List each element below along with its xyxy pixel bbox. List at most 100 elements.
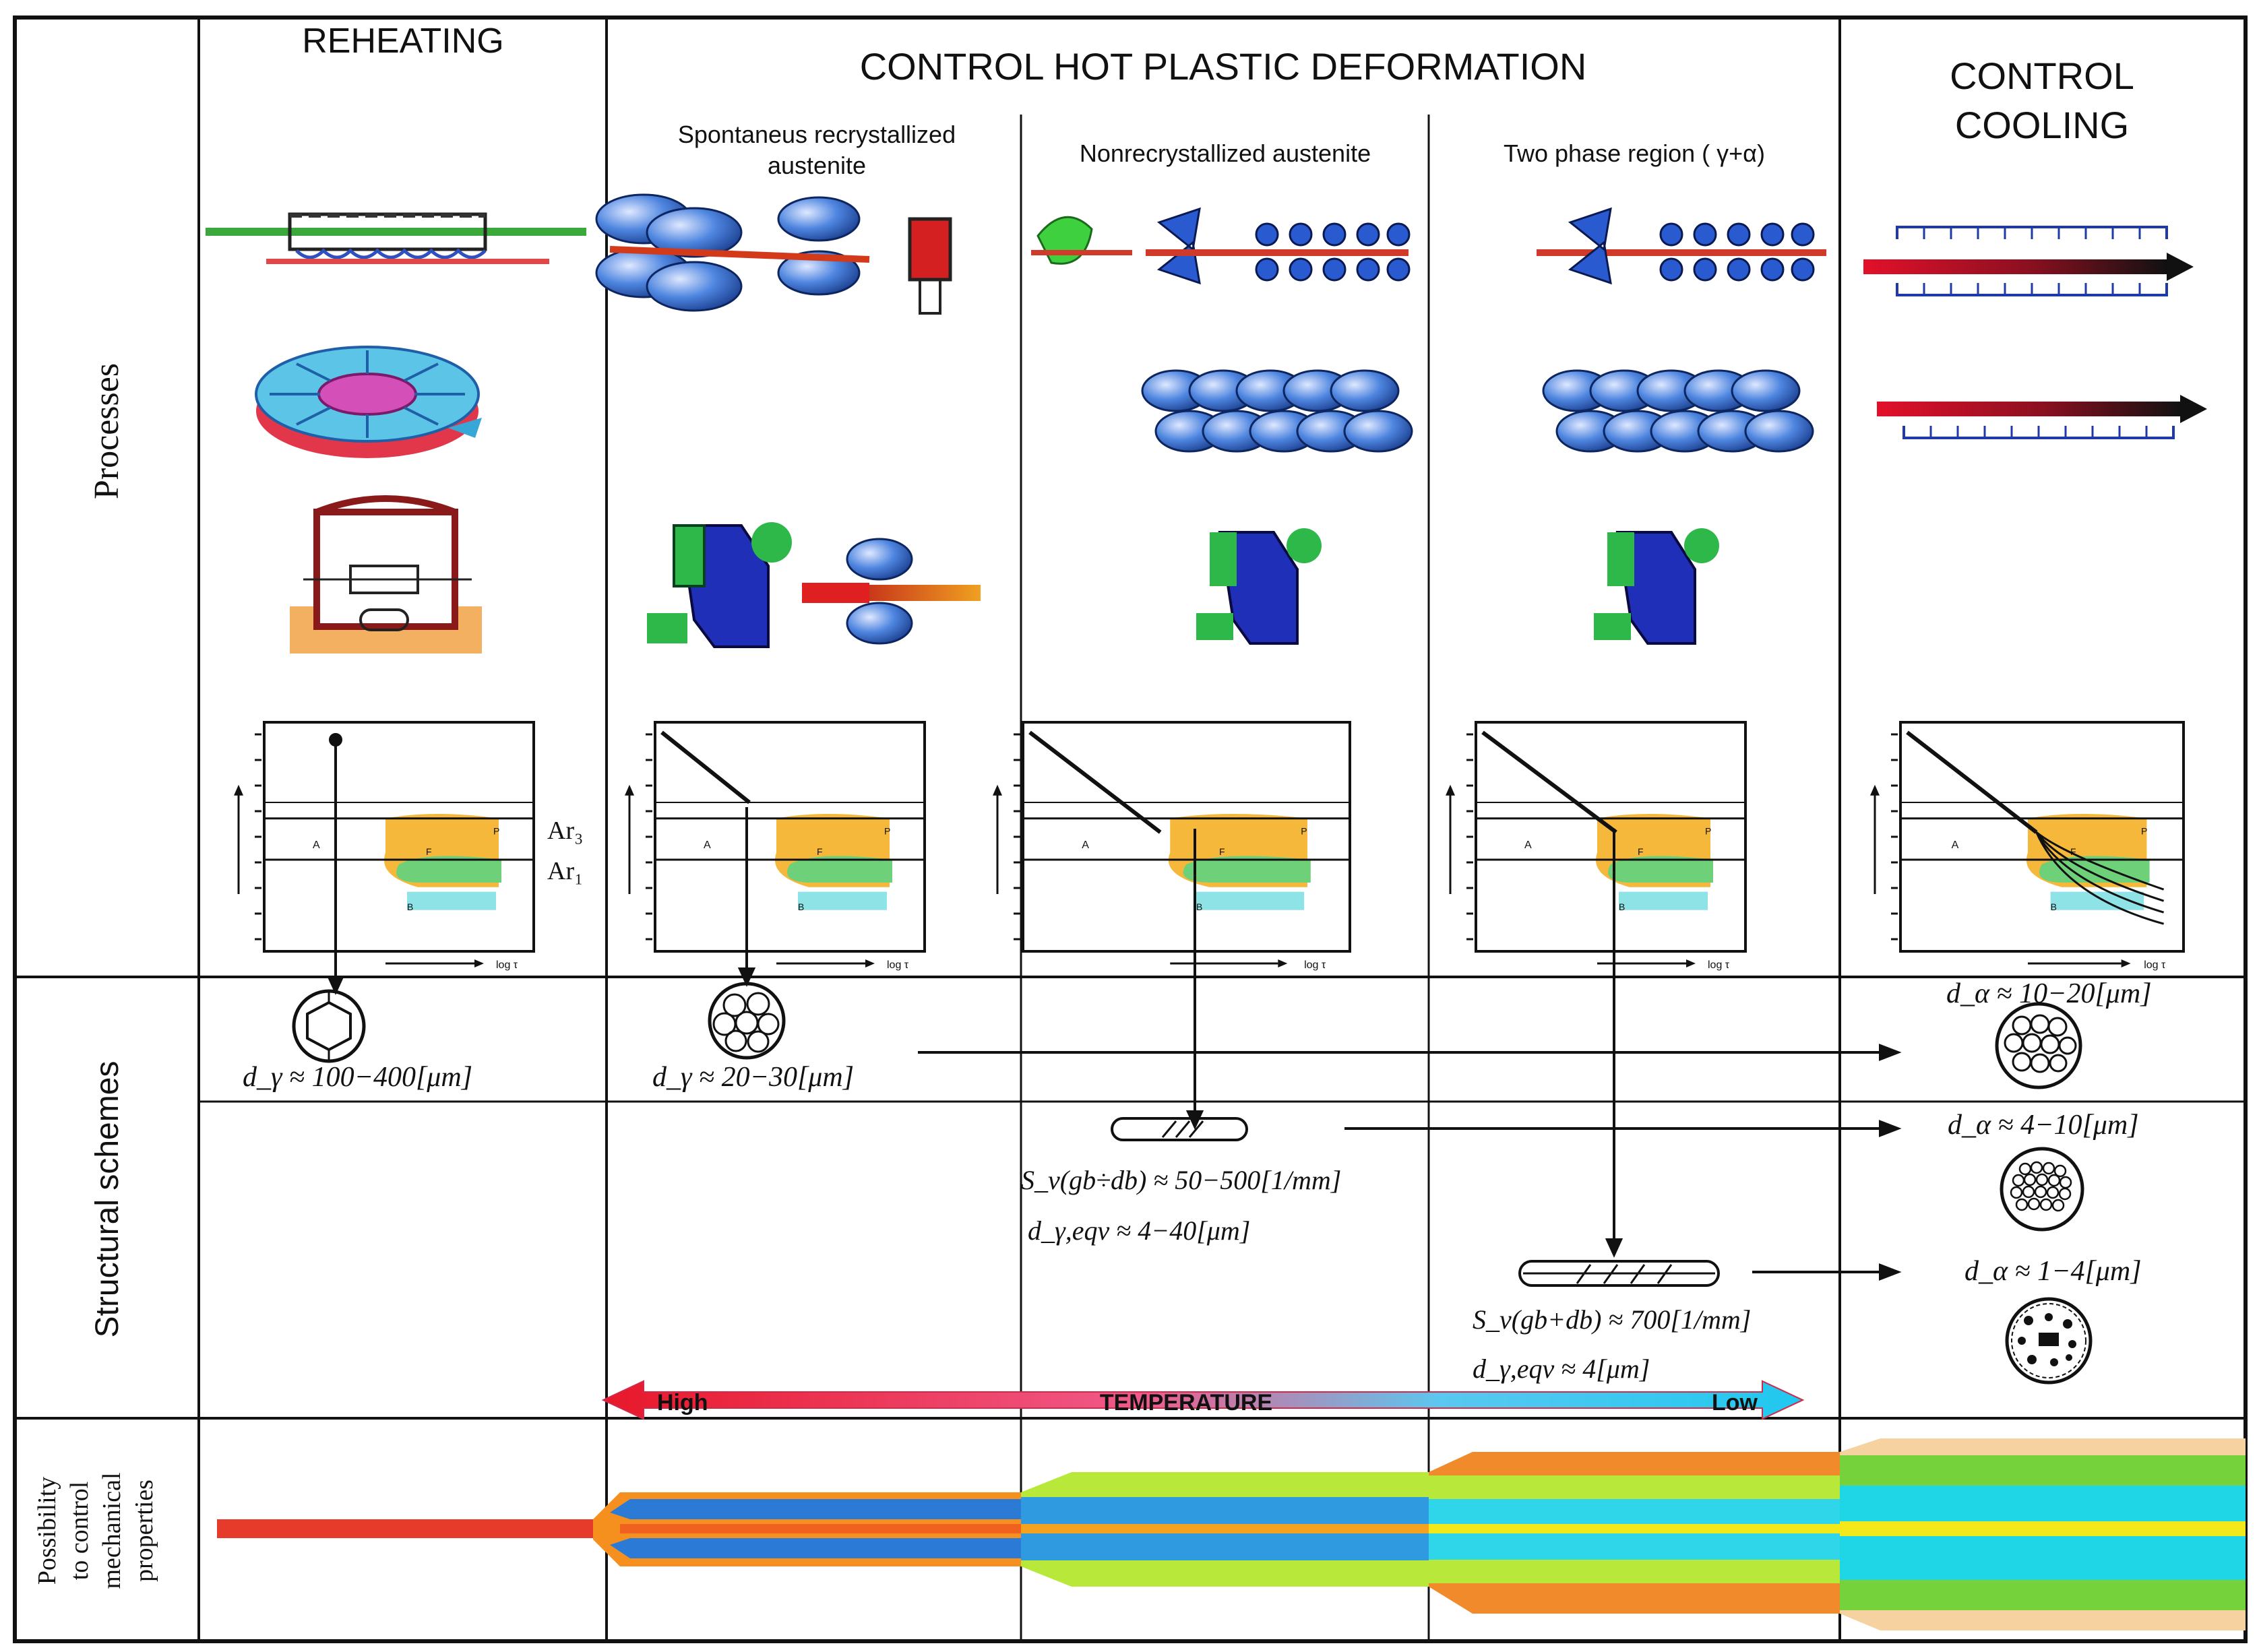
phase-label-f: F [1219, 846, 1225, 857]
cooling-path [1906, 730, 2038, 834]
phase-label-a: A [1952, 839, 1959, 851]
phase-label-f: F [2070, 846, 2076, 857]
pearlite-region [2039, 856, 2150, 883]
nonrec-tandem-mill-icon [1141, 369, 1413, 453]
possibility-bands [217, 1438, 2246, 1630]
twophase-forging-press-icon [1594, 528, 1719, 645]
temperature-axis-head [1446, 784, 1455, 796]
temperature-arrow: TEMPERATURE High Low [601, 1380, 1805, 1420]
cooling-path [660, 730, 751, 804]
temperature-label: TEMPERATURE [1100, 1390, 1272, 1416]
forging-press-icon [647, 522, 792, 648]
phase-label-a: A [1082, 839, 1089, 851]
time-axis-head [1278, 959, 1288, 967]
spont-grain-scheme [708, 982, 786, 1060]
pit-furnace-icon [290, 495, 482, 654]
phase-label-f: F [426, 846, 432, 857]
label-ar3: Ar₃ [547, 817, 583, 845]
time-axis-label: log τ [2144, 959, 2166, 971]
spont-grain-size: d_γ ≈ 20−30[μm] [652, 1062, 854, 1093]
phase-label-b: B [1619, 901, 1625, 912]
phase-label-p: P [493, 826, 499, 837]
subheader-spontaneous-line1: Spontaneus recrystallized [678, 121, 956, 148]
cooling-branch [2035, 831, 2165, 925]
header-reheating: REHEATING [302, 22, 504, 61]
two-high-mill-icon [802, 538, 981, 645]
phase-label-a: A [1524, 839, 1532, 851]
header-control-cooling-line1: CONTROL [1950, 55, 2134, 97]
phase-label-p: P [1301, 826, 1307, 837]
temperature-low: Low [1712, 1390, 1758, 1416]
row-label-structural-schemes: Structural schemes [90, 1061, 125, 1338]
table-grid [13, 15, 2248, 1643]
header-control-hot-deformation: CONTROL HOT PLASTIC DEFORMATION [860, 45, 1587, 88]
twophase-grain-size: d_γ,eqv ≈ 4[μm] [1473, 1354, 1650, 1384]
phase-label-f: F [817, 846, 823, 857]
cooling-grain-scheme-3 [2005, 1297, 2093, 1385]
temperature-high: High [657, 1390, 708, 1416]
subheader-spontaneous-line2: austenite [768, 152, 866, 179]
label-ar1: Ar₁ [547, 857, 583, 885]
rolling-mill-rolls-icon [595, 193, 952, 315]
possibility-line1: Possibility [33, 1477, 61, 1585]
phase-label-b: B [2051, 901, 2057, 912]
twophase-tandem-mill-icon [1542, 369, 1814, 453]
phase-label-p: P [884, 826, 890, 837]
possibility-line3: mechanical [98, 1472, 126, 1589]
time-axis-label: log τ [1708, 959, 1730, 971]
nonrec-sv: S_v(gb÷db) ≈ 50−500[1/mm] [1021, 1165, 1341, 1195]
header-control-cooling-line2: COOLING [1955, 104, 2129, 146]
cooling-branch [2035, 831, 2165, 891]
bainite-region [1619, 891, 1708, 910]
time-axis-label: log τ [496, 959, 518, 971]
reheat-furnace-line-icon [206, 212, 586, 264]
temperature-axis-head [625, 784, 634, 796]
time-axis-head [2121, 959, 2131, 967]
pearlite-region [787, 856, 892, 883]
possibility-line4: properties [130, 1480, 158, 1582]
twophase-pancake-scheme [1518, 1260, 1720, 1287]
phase-label-f: F [1638, 846, 1644, 857]
phase-label-a: A [704, 839, 711, 851]
row-label-possibility: Possibility to control mechanical proper… [33, 1472, 158, 1589]
pearlite-region [1183, 856, 1311, 883]
cooling-path [1028, 730, 1162, 834]
phase-label-b: B [1196, 901, 1202, 912]
time-axis-label: log τ [887, 959, 909, 971]
cooling-path [1481, 730, 1617, 834]
bainite-region [407, 891, 496, 910]
rotary-hearth-furnace-icon [255, 346, 482, 458]
time-axis-label: log τ [1304, 959, 1326, 971]
nonrec-rolling-line-icon [1031, 207, 1411, 285]
phase-label-p: P [1705, 826, 1711, 837]
cooling-spray-top-icon [1863, 226, 2194, 296]
row-label-processes: Processes [88, 363, 126, 499]
time-axis-head [474, 959, 484, 967]
vertical-flow-arrows [326, 733, 1623, 1258]
cooling-grain-scheme-1 [1995, 1002, 2082, 1089]
bainite-region [1196, 891, 1305, 910]
phase-label-p: P [2141, 826, 2147, 837]
nonrec-forging-press-icon [1196, 528, 1322, 645]
horizontal-flow-arrows [918, 1044, 1902, 1281]
phase-label-b: B [407, 901, 413, 912]
subheader-two-phase: Two phase region ( γ+α) [1504, 139, 1765, 167]
cooling-spray-bottom-icon [1877, 395, 2207, 439]
cooling-grain-scheme-2 [2000, 1147, 2084, 1232]
cooling-branch [2035, 831, 2165, 902]
subheader-nonrecrystallized: Nonrecrystallized austenite [1080, 139, 1371, 167]
phase-label-a: A [313, 839, 320, 851]
cooling-grain-size-2: d_α ≈ 4−10[μm] [1948, 1110, 2139, 1141]
twophase-sv: S_v(gb+db) ≈ 700[1/mm] [1473, 1304, 1751, 1335]
twophase-rolling-line-icon [1537, 207, 1826, 285]
pearlite-region [396, 856, 501, 883]
temperature-axis-head [234, 784, 243, 796]
nonrec-grain-size: d_γ,eqv ≈ 4−40[μm] [1028, 1215, 1250, 1246]
